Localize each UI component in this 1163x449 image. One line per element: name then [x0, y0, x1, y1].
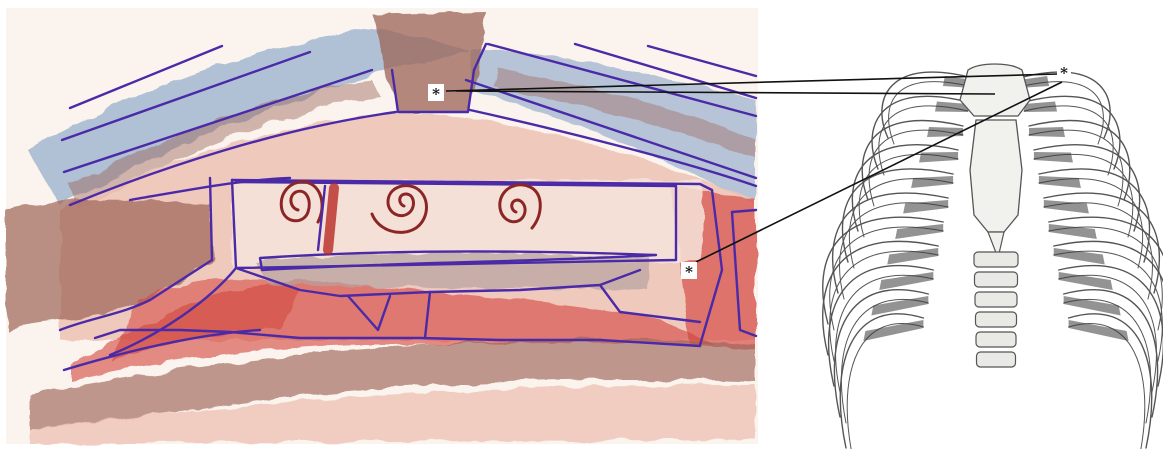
costal-cartilage: [1049, 224, 1097, 239]
red-vertical-stroke: [328, 188, 334, 250]
costal-cartilage: [895, 224, 943, 239]
vertebra: [974, 252, 1018, 267]
rib-outline: [859, 154, 958, 237]
rib-outline: [847, 324, 923, 449]
costal-cartilage: [1069, 320, 1129, 341]
vertebra: [976, 312, 1017, 327]
ribs-left: [823, 72, 973, 449]
costal-cartilage: [1029, 127, 1065, 137]
marker-painting-top: *: [428, 84, 444, 103]
vertebra: [976, 332, 1016, 347]
marker-ribcage: *: [1057, 64, 1071, 82]
costal-cartilage: [1059, 272, 1113, 290]
vertebra: [975, 292, 1017, 307]
asterisk-marker: *: [1060, 64, 1068, 82]
costal-cartilage: [1064, 296, 1121, 316]
costal-cartilage: [863, 320, 923, 341]
costal-cartilage: [927, 127, 963, 137]
costal-cartilage: [911, 176, 953, 188]
costal-cartilage: [1054, 248, 1105, 265]
vertebra: [975, 272, 1018, 287]
costal-cartilage: [903, 200, 948, 214]
manubrium: [960, 64, 1030, 116]
costal-cartilage: [1024, 102, 1057, 113]
costal-cartilage: [1034, 152, 1073, 163]
rib-outline: [1034, 154, 1133, 237]
costal-cartilage: [887, 248, 938, 265]
marker-painting-right: *: [681, 262, 697, 281]
costal-cartilage: [919, 152, 958, 163]
costal-cartilage: [871, 296, 928, 316]
ribs-right: [1019, 72, 1163, 449]
costal-cartilage: [1044, 200, 1089, 214]
watercolor-painting: [6, 8, 758, 444]
spine: [974, 252, 1018, 367]
sternum-body: [970, 120, 1022, 232]
asterisk-marker: *: [432, 85, 440, 103]
rib-cage-engraving: [823, 64, 1163, 449]
costal-cartilage: [879, 272, 933, 290]
asterisk-marker: *: [685, 263, 693, 281]
rib-outline: [1069, 324, 1145, 449]
vertebra: [977, 352, 1016, 367]
costal-cartilage: [1039, 176, 1081, 188]
